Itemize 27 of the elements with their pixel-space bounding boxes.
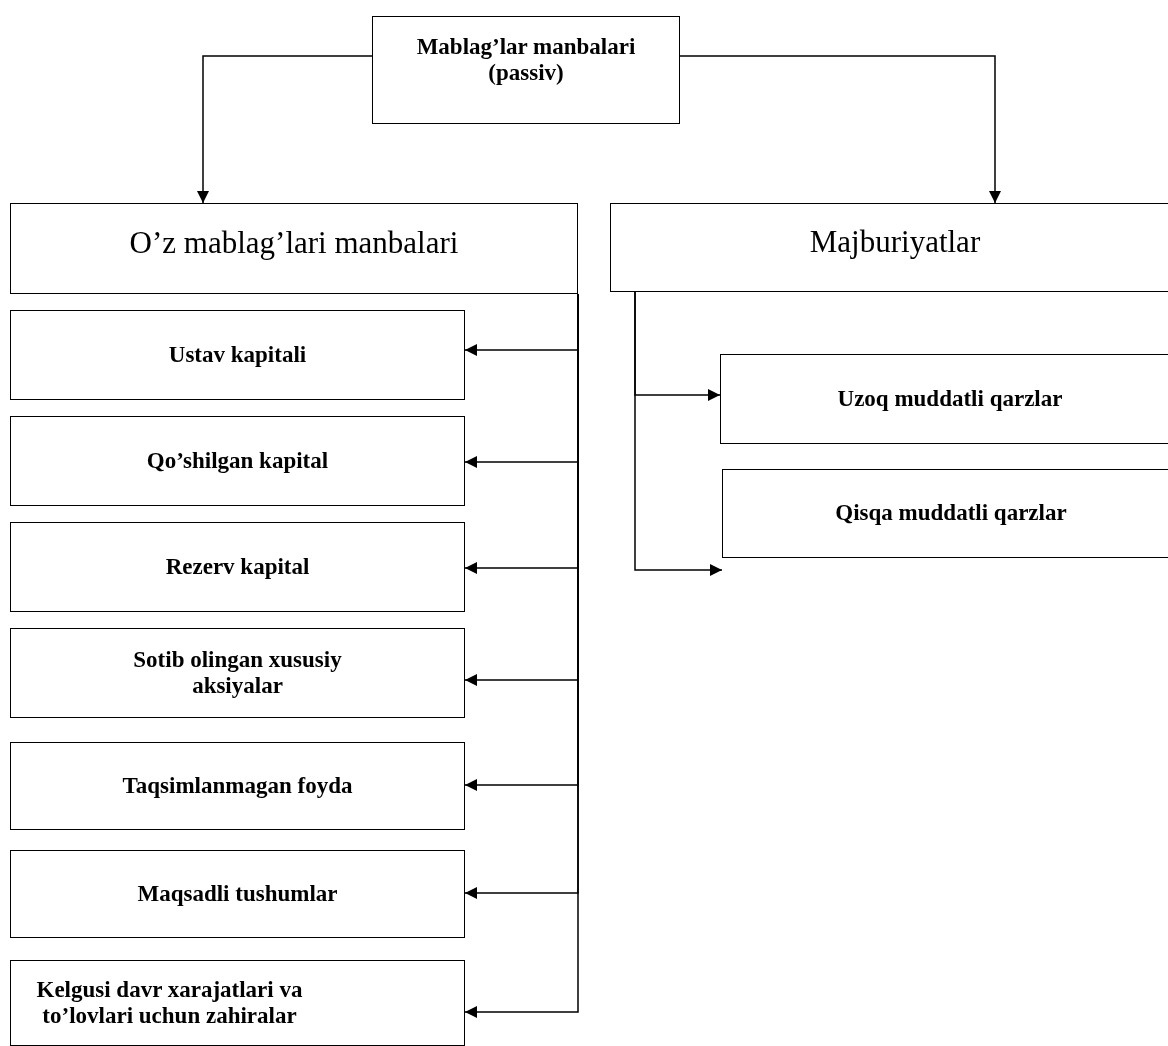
- arrow: [197, 55, 373, 204]
- box-label: Qisqa muddatli qarzlar: [835, 500, 1067, 527]
- process-box: [372, 16, 680, 124]
- box-label: Ustav kapitali: [168, 341, 307, 369]
- box-label: Taqsimlanmagan foyda: [122, 772, 353, 800]
- box-label: O’z mablag’lari manbalari: [129, 224, 459, 261]
- process-box: [10, 742, 465, 830]
- box-label: Majburiyatlar: [809, 223, 981, 260]
- box-label: Qo’shilgan kapital: [146, 447, 329, 475]
- process-box: [10, 416, 465, 506]
- process-box: [10, 628, 465, 718]
- process-box: [722, 469, 1168, 558]
- process-box: [10, 310, 465, 400]
- box-label: Sotib olingan xususiy aksiyalar: [132, 646, 343, 700]
- box-label: Rezerv kapital: [165, 553, 310, 581]
- box-label: Kelgusi davr xarajatlari va to’lovlari uchun zahiralar: [35, 976, 304, 1030]
- arrow: [679, 55, 1001, 204]
- process-box: [10, 203, 578, 294]
- process-box: [10, 850, 465, 938]
- process-box: [10, 522, 465, 612]
- arrow: [634, 291, 723, 576]
- box-label: Maqsadli tushumlar: [137, 880, 338, 908]
- box-label: Uzoq muddatli qarzlar: [837, 385, 1063, 413]
- process-box: [720, 354, 1168, 444]
- process-box: [10, 960, 465, 1046]
- box-label: Mablag’lar manbalari (passiv): [415, 33, 637, 87]
- process-box: [610, 203, 1168, 292]
